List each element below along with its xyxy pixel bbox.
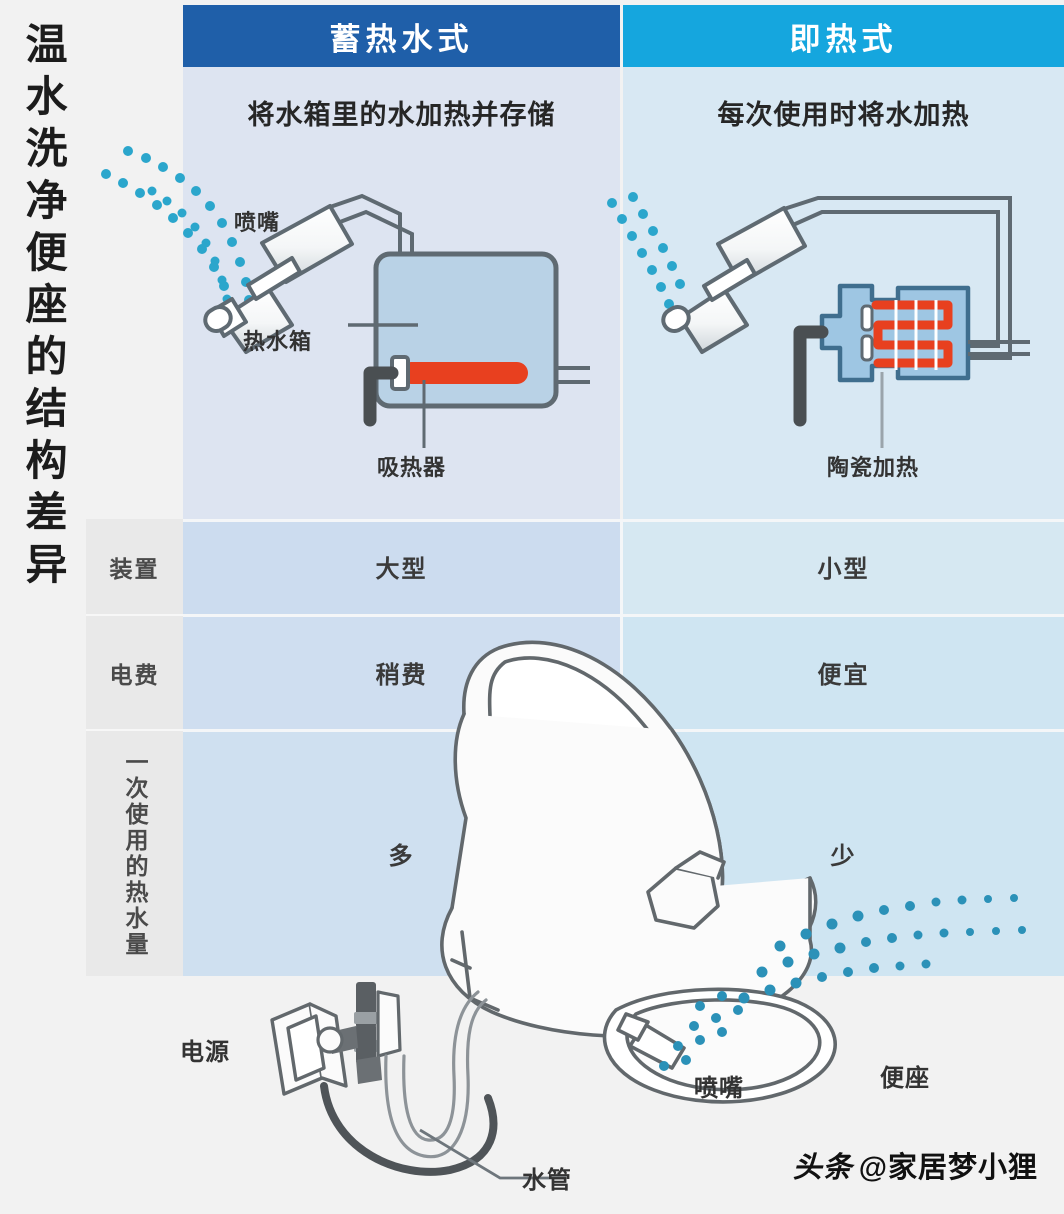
label-nozzle-bottom: 喷嘴 <box>694 1075 744 1102</box>
label-nozzle-left: 喷嘴 <box>234 210 281 235</box>
label-heat-absorber: 吸热器 <box>377 455 447 480</box>
column-header-storage: 蓄热水式 <box>183 5 620 67</box>
power-plug-and-hose <box>270 1002 348 1096</box>
label-ceramic-heater: 陶瓷加热 <box>827 455 920 480</box>
diagram-subtitle-instant: 每次使用时将水加热 <box>717 100 970 130</box>
cell-device-storage: 大型 <box>183 519 620 614</box>
watermark-handle: @家居梦小狸 <box>858 1152 1038 1184</box>
column-header-instant: 即热式 <box>623 5 1064 67</box>
label-toilet-seat: 便座 <box>880 1065 930 1092</box>
row-label-device: 装置 <box>109 555 160 582</box>
watermark-platform: 头条 <box>792 1152 853 1184</box>
label-power-source: 电源 <box>180 1039 230 1066</box>
cell-cost-storage: 稍费 <box>183 616 620 729</box>
water-valve <box>316 982 402 1084</box>
page-title-text: 温水洗净便座的结构差异 <box>20 22 67 594</box>
cell-device-instant: 小型 <box>623 519 1064 614</box>
row-divider-2 <box>183 614 1064 617</box>
column-header-storage-label: 蓄热水式 <box>329 21 474 57</box>
row-label-hotwater: 一次使用的热水量 <box>86 731 183 976</box>
diagram-subtitle-storage: 将水箱里的水加热并存储 <box>247 100 556 130</box>
row-label-column <box>86 519 183 976</box>
column-header-instant-label: 即热式 <box>789 21 898 57</box>
row-divider-1 <box>183 519 1064 522</box>
row-label-cost: 电费 <box>109 661 160 688</box>
cell-hotwater-instant: 少 <box>623 731 1064 976</box>
column-divider <box>620 519 623 976</box>
row-divider-3 <box>183 729 1064 732</box>
row-label-hotwater-text: 一次使用的热水量 <box>122 749 148 958</box>
page-title: 温水洗净便座的结构差异 <box>0 0 86 730</box>
comparison-table: 蓄热水式 即热式 将水箱里的水加热并存储 每次使用时将水加热 大型 小型 稍费 … <box>86 0 1064 976</box>
watermark: 头条@家居梦小狸 <box>793 1144 1038 1186</box>
cell-hotwater-storage: 多 <box>183 731 620 976</box>
label-water-pipe: 水管 <box>522 1167 572 1194</box>
cell-cost-instant: 便宜 <box>623 616 1064 729</box>
water-hose <box>384 990 488 1159</box>
power-cord <box>320 1082 498 1176</box>
label-hot-water-tank: 热水箱 <box>243 329 313 354</box>
